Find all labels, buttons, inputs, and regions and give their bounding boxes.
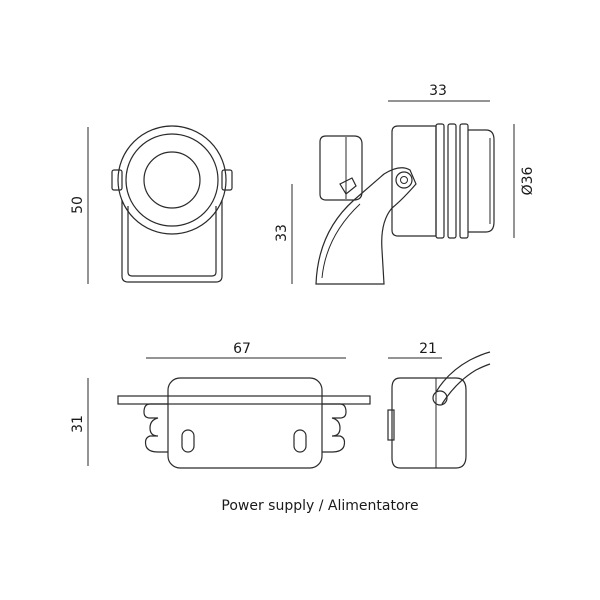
- front-left-knob: [111, 169, 123, 191]
- side-width-label: 33: [429, 83, 447, 99]
- ps-flange: [117, 395, 371, 405]
- side-fin-2: [447, 123, 457, 239]
- ps-body: [167, 377, 323, 469]
- side-fin-1: [435, 123, 445, 239]
- ps-side-body: [391, 377, 467, 469]
- front-bracket-outer: [121, 200, 223, 283]
- power-supply-top-view: 67 31: [70, 341, 371, 469]
- side-arm-inner-curve: [321, 203, 361, 279]
- side-pivot-inner: [400, 176, 408, 184]
- ps-left-ear: [143, 403, 168, 453]
- front-right-knob: [221, 169, 233, 191]
- ps-cable-upper: [435, 351, 491, 393]
- front-head-outer: [117, 125, 227, 235]
- side-rear-cap: [319, 135, 363, 201]
- side-diameter-label: Ø36: [520, 166, 536, 195]
- caption: Power supply / Alimentatore: [221, 498, 418, 514]
- ps-depth-label: 21: [419, 341, 437, 357]
- ps-cable-grommet: [432, 390, 448, 406]
- side-arm: [315, 167, 417, 285]
- front-head-ring: [125, 133, 219, 227]
- side-pivot-outer: [395, 171, 413, 189]
- ps-height-label: 31: [70, 415, 86, 433]
- side-front-lens: [468, 129, 495, 233]
- side-head-body: [391, 125, 437, 237]
- side-fin-3: [459, 123, 469, 239]
- front-bracket-inner: [127, 206, 217, 277]
- spotlight-side-view: 33 33 Ø36: [274, 83, 536, 285]
- side-height-label: 33: [274, 224, 290, 242]
- spotlight-front-view: 50: [70, 125, 233, 284]
- ps-width-label: 67: [233, 341, 251, 357]
- ps-left-slot: [181, 429, 195, 453]
- front-height-label: 50: [70, 196, 86, 214]
- side-clip: [339, 177, 357, 195]
- power-supply-side-view: 21: [387, 341, 491, 469]
- front-lens: [143, 151, 201, 209]
- ps-right-ear: [322, 403, 347, 453]
- ps-cable-lower: [441, 363, 491, 405]
- ps-right-slot: [293, 429, 307, 453]
- ps-side-tab: [387, 409, 395, 441]
